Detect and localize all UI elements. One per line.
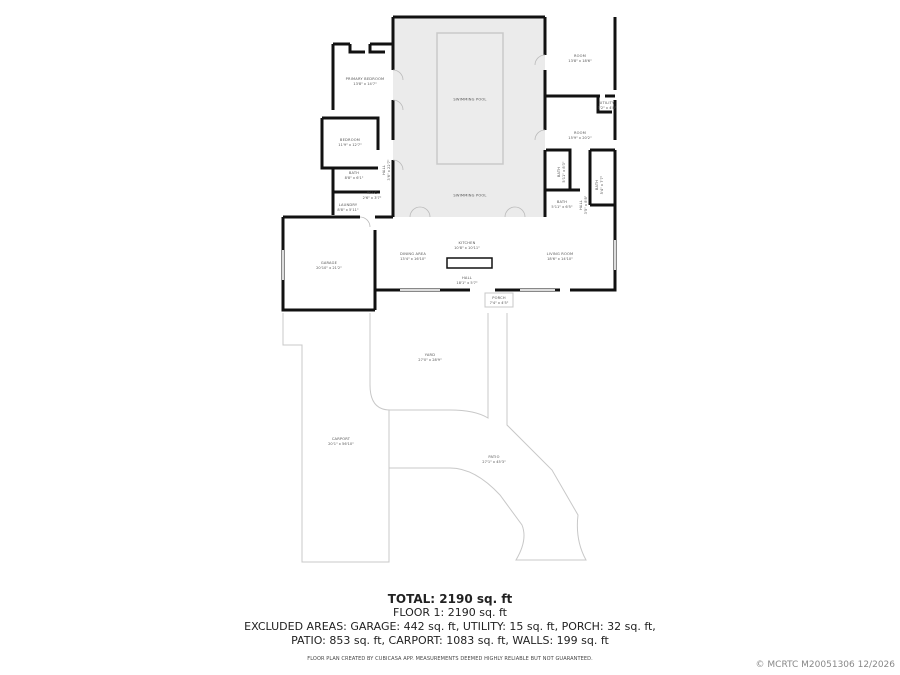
room-dimensions: 27'1" x 45'3" xyxy=(482,460,506,464)
room-dimensions: 8'8" x 6'1" xyxy=(344,176,364,180)
room-label-porch: PORCH 7'4" x 4'5" xyxy=(490,296,509,306)
room-label-hall-3: HALL 18'1" x 5'7" xyxy=(456,276,477,286)
room-name: YARD xyxy=(424,353,436,357)
room-dimensions: 27'0" x 28'9" xyxy=(418,358,442,362)
room-name: DINING AREA xyxy=(399,252,427,256)
room-name: GARAGE xyxy=(320,261,338,265)
room-label-room-2: ROOM 15'9" x 20'2" xyxy=(568,131,591,141)
room-name: UTILITY xyxy=(599,101,615,105)
room-label-primary-bedroom: PRIMARY BEDROOM 13'8" x 14'7" xyxy=(346,77,385,87)
room-label-room-1: ROOM 13'8" x 18'6" xyxy=(568,54,591,64)
room-label-kitchen: KITCHEN 10'8" x 10'11" xyxy=(454,241,480,251)
room-name: BEDROOM xyxy=(339,138,361,142)
room-dimensions: 11'9" x 12'7" xyxy=(338,143,362,147)
room-dimensions: 18'1" x 5'7" xyxy=(456,281,478,285)
area-summary: TOTAL: 2190 sq. ft FLOOR 1: 2190 sq. ft … xyxy=(0,592,900,662)
total-area: TOTAL: 2190 sq. ft xyxy=(387,592,513,606)
room-name: PRIMARY BEDROOM xyxy=(345,77,385,81)
room-label-living-room: LIVING ROOM 18'6" x 14'10" xyxy=(547,252,574,262)
room-name: PORCH xyxy=(492,296,506,300)
walls xyxy=(281,15,617,312)
room-name: SWIMMING POOL xyxy=(453,193,487,198)
room-label-yard: YARD 27'0" x 28'9" xyxy=(418,353,441,363)
room-dimensions: 8'8" x 5'11" xyxy=(337,208,359,212)
room-label-bath-3: BATH 5'11" x 6'5" xyxy=(551,200,572,210)
room-name: BATH xyxy=(348,171,360,175)
room-name: LAUNDRY xyxy=(338,203,358,207)
room-label-dining-area: DINING AREA 13'4" x 16'10" xyxy=(400,252,426,262)
excluded-areas-line2: PATIO: 853 sq. ft, CARPORT: 1083 sq. ft,… xyxy=(291,634,609,647)
copyright-watermark: © MCRTC M20051306 12/2026 xyxy=(755,660,895,670)
room-name: HALL xyxy=(462,276,472,280)
room-label-swimming-pool-outer: SWIMMING POOL xyxy=(453,194,486,199)
room-label-patio: PATIO 27'1" x 45'3" xyxy=(482,455,505,465)
room-dimensions: 5'11" x 8'3" xyxy=(562,161,566,183)
room-label-hall-2: HALL 3'5" x 8'8" xyxy=(579,196,589,215)
outdoor-areas xyxy=(282,292,587,563)
excluded-areas-line1: EXCLUDED AREAS: GARAGE: 442 sq. ft, UTIL… xyxy=(244,620,656,633)
room-name: ROOM xyxy=(573,131,587,135)
room-label-swimming-pool-inner: SWIMMING POOL xyxy=(453,98,486,103)
room-name: KITCHEN xyxy=(458,241,476,245)
room-dimensions: 2'6" x 3'7" xyxy=(362,196,382,200)
room-name: SWIMMING POOL xyxy=(453,97,487,102)
room-label-utility: UTILITY 3'2" x 4'8" xyxy=(598,101,617,111)
room-label-bedroom: BEDROOM 11'9" x 12'7" xyxy=(338,138,361,148)
room-label-carport: CARPORT 20'1" x 56'10" xyxy=(328,437,354,447)
room-name: ROOM xyxy=(573,54,587,58)
room-dimensions: 13'4" x 16'10" xyxy=(400,257,426,261)
room-name: CARPORT xyxy=(331,437,351,441)
room-dimensions: 3'6" x 22'7" xyxy=(387,159,391,181)
room-dimensions: 18'6" x 14'10" xyxy=(547,257,573,261)
room-dimensions: 10'8" x 10'11" xyxy=(454,246,480,250)
room-label-wic: W.I.C 2'6" x 3'7" xyxy=(363,191,382,201)
room-dimensions: 5'4" x 7'7" xyxy=(600,175,604,195)
room-name: W.I.C xyxy=(367,191,377,195)
room-dimensions: 13'8" x 14'7" xyxy=(353,82,377,86)
room-name: BATH xyxy=(556,200,568,204)
swimming-pool xyxy=(436,32,504,165)
room-label-hall-1: HALL 3'6" x 22'7" xyxy=(382,159,392,180)
doors-windows xyxy=(282,54,616,291)
room-label-bath-2: BATH 5'11" x 8'3" xyxy=(557,161,567,182)
room-dimensions: 3'2" x 4'8" xyxy=(597,106,617,110)
room-label-bath-4: BATH 5'4" x 7'7" xyxy=(595,176,605,195)
room-dimensions: 20'10" x 21'2" xyxy=(316,266,342,270)
room-name: LIVING ROOM xyxy=(546,252,574,256)
room-dimensions: 3'5" x 8'8" xyxy=(584,195,588,215)
room-dimensions: 7'4" x 4'5" xyxy=(489,301,509,305)
room-dimensions: 13'8" x 18'6" xyxy=(568,59,592,63)
room-dimensions: 15'9" x 20'2" xyxy=(568,136,592,140)
room-label-bath-1: BATH 8'8" x 6'1" xyxy=(345,171,364,181)
disclaimer: FLOOR PLAN CREATED BY CUBICASA APP. MEAS… xyxy=(307,656,593,662)
floor1-area: FLOOR 1: 2190 sq. ft xyxy=(393,606,507,619)
room-dimensions: 20'1" x 56'10" xyxy=(328,442,354,446)
room-name: PATIO xyxy=(488,455,500,459)
room-label-garage: GARAGE 20'10" x 21'2" xyxy=(316,261,342,271)
room-label-laundry: LAUNDRY 8'8" x 5'11" xyxy=(337,203,358,213)
room-dimensions: 5'11" x 6'5" xyxy=(551,205,573,209)
